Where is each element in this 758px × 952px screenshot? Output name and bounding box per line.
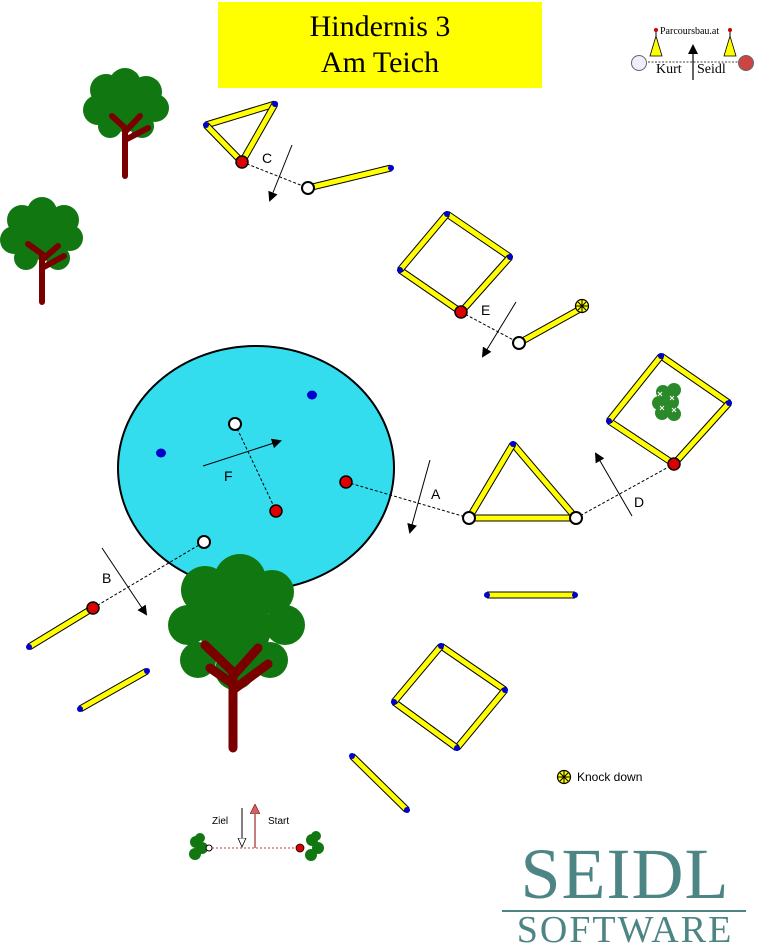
flag-white [569, 511, 583, 525]
pole [444, 211, 513, 260]
label-e: E [481, 302, 491, 318]
direction-arrow-d [594, 452, 633, 517]
parcoursbau-logo [631, 28, 754, 80]
flag-white [462, 511, 476, 525]
flag-red [269, 504, 283, 518]
flags-layer [86, 155, 681, 615]
flag-red [235, 155, 249, 169]
pole [606, 418, 677, 467]
legend-knock-down-icon [556, 769, 572, 785]
pole [26, 605, 96, 650]
pole [465, 441, 517, 521]
flag-red [339, 475, 353, 489]
poles-layer [26, 100, 732, 813]
label-d: D [634, 494, 645, 510]
jump-line-a [345, 481, 470, 519]
pond-marker [307, 390, 317, 400]
pond-marker [156, 448, 166, 458]
start-bush-icon [305, 831, 324, 861]
finish-bush-icon [189, 833, 208, 860]
pond [117, 345, 395, 591]
pole [510, 441, 579, 521]
flag-white [301, 181, 315, 195]
jump-line-d [575, 463, 675, 519]
label-b: B [102, 570, 112, 586]
pole [349, 753, 410, 813]
pole [466, 514, 579, 522]
jump-line-c [241, 161, 309, 189]
flag-white [512, 336, 526, 350]
brand-divider [502, 910, 746, 912]
label-f: F [224, 468, 233, 484]
title-box: Hindernis 3 Am Teich [218, 2, 542, 88]
logo-last-name: Seidl [697, 62, 726, 77]
legend-knock-down-label: Knock down [577, 770, 643, 784]
flag-red [667, 457, 681, 471]
jump-line-b [92, 541, 205, 609]
flag-red [86, 601, 100, 615]
title-line-1: Hindernis 3 [309, 10, 451, 43]
pole [391, 643, 444, 705]
direction-arrow-f [202, 438, 282, 467]
tree-icon [168, 554, 305, 753]
pole [391, 699, 460, 751]
label-c: C [262, 150, 273, 166]
pole [454, 687, 508, 751]
tree-icon [83, 68, 169, 179]
pole [77, 667, 150, 713]
pole [438, 643, 508, 693]
pole [397, 267, 464, 315]
pole [397, 211, 450, 273]
brand-sub: SOFTWARE [516, 909, 734, 951]
start-label: Start [268, 816, 290, 827]
title-line-2: Am Teich [320, 46, 440, 79]
logo-site: Parcoursbau.at [660, 26, 720, 37]
pole [305, 164, 394, 192]
direction-arrow-a [407, 459, 431, 534]
start-finish-indicator [189, 806, 324, 861]
flag-white [228, 417, 242, 431]
line-layer [92, 144, 675, 616]
direction-arrow-e [481, 301, 517, 358]
jump-line-f [234, 423, 277, 512]
tree-icon [0, 197, 83, 305]
label-a: A [431, 486, 441, 502]
pole [671, 400, 732, 467]
brand-name: SEIDL [520, 834, 730, 914]
jump-line-e [460, 311, 520, 344]
flag-red [454, 305, 468, 319]
direction-arrow-b [101, 547, 148, 616]
knock-down-icon [574, 298, 590, 314]
finish-label: Ziel [212, 816, 229, 827]
pole [606, 353, 664, 424]
pole [516, 304, 585, 347]
flag-white [197, 535, 211, 549]
bush-icon [652, 383, 681, 421]
pole [484, 591, 578, 599]
direction-arrow-c [268, 144, 293, 202]
logo-first-name: Kurt [656, 62, 682, 77]
